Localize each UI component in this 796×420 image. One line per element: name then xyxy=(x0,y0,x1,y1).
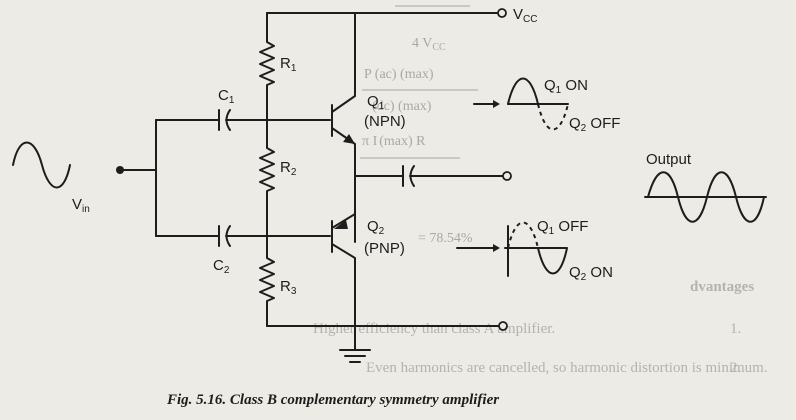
negative-half-cycle-dashed xyxy=(537,103,569,131)
bg-heading: dvantages xyxy=(690,279,754,295)
waveform-q1-on: Q1 ON Q2 OFF xyxy=(473,77,620,134)
vin-label: Vin xyxy=(72,196,90,215)
output-sine-wave xyxy=(647,171,765,223)
q1-off-label: Q1 OFF xyxy=(537,218,588,237)
q2-off-label: Q2 OFF xyxy=(569,115,620,134)
output-waveform: Output xyxy=(644,151,767,223)
positive-half-cycle xyxy=(507,77,539,105)
ground xyxy=(266,321,508,363)
capacitor-c1: C1 xyxy=(155,87,268,131)
resistor-r3: R3 xyxy=(259,235,297,327)
output-terminal xyxy=(502,171,512,181)
bg-item-2-num: 2. xyxy=(730,360,741,376)
input-sine-wave xyxy=(12,141,71,189)
bg-line-1: 4 VCC xyxy=(412,36,446,53)
transistor-q2: Q2 (PNP) xyxy=(331,213,405,327)
input-source: Vin xyxy=(12,141,157,215)
vcc-rail: VCC xyxy=(266,6,537,25)
bg-line-2: P(ac) (max) xyxy=(364,67,434,82)
c2-label: C2 xyxy=(213,257,230,276)
r1-label: R1 xyxy=(280,55,297,74)
ground-terminal xyxy=(498,321,508,331)
background-text: 4 VCC P(ac) (max) (dc) (max) π I(max) R … xyxy=(313,5,768,376)
output-label: Output xyxy=(646,151,692,168)
bg-line-3: (dc) (max) xyxy=(372,99,432,114)
r3-label: R3 xyxy=(280,278,297,297)
q1-label: Q1 xyxy=(367,93,385,112)
resistor-r1: R1 xyxy=(259,12,297,123)
q2-on-label: Q2 ON xyxy=(569,264,613,283)
r2-label: R2 xyxy=(280,159,297,178)
waveform-q2-on: Q1 OFF Q2 ON xyxy=(456,218,613,283)
transistor-q1: Q1 (NPN) xyxy=(331,12,406,243)
q2-label: Q2 xyxy=(367,218,385,237)
figure-caption: Fig. 5.16. Class B complementary symmetr… xyxy=(166,392,499,408)
arrow-icon xyxy=(493,100,500,108)
c1-label: C1 xyxy=(218,87,235,106)
negative-half-cycle xyxy=(537,247,568,275)
capacitor-c2: C2 xyxy=(155,225,268,276)
resistor-r2: R2 xyxy=(259,121,297,237)
q1-on-label: Q1 ON xyxy=(544,77,588,96)
q1-emitter-arrow xyxy=(343,134,355,144)
output-capacitor xyxy=(354,165,512,187)
arrow-icon xyxy=(493,244,500,252)
positive-half-cycle-dashed xyxy=(507,221,539,249)
bg-item-1: Higher efficiency than class A amplifier… xyxy=(313,321,555,337)
bg-item-2: Even harmonics are cancelled, so harmoni… xyxy=(366,360,768,376)
bg-line-5: = 78.54% xyxy=(418,231,473,246)
vcc-terminal xyxy=(497,8,507,18)
q2-emitter-arrow xyxy=(334,220,348,229)
bg-line-4: π I(max) R xyxy=(362,134,426,149)
bg-item-1-num: 1. xyxy=(730,321,741,337)
q2-type-label: (PNP) xyxy=(364,240,405,257)
q1-type-label: (NPN) xyxy=(364,113,406,130)
vcc-label: VCC xyxy=(513,6,537,25)
